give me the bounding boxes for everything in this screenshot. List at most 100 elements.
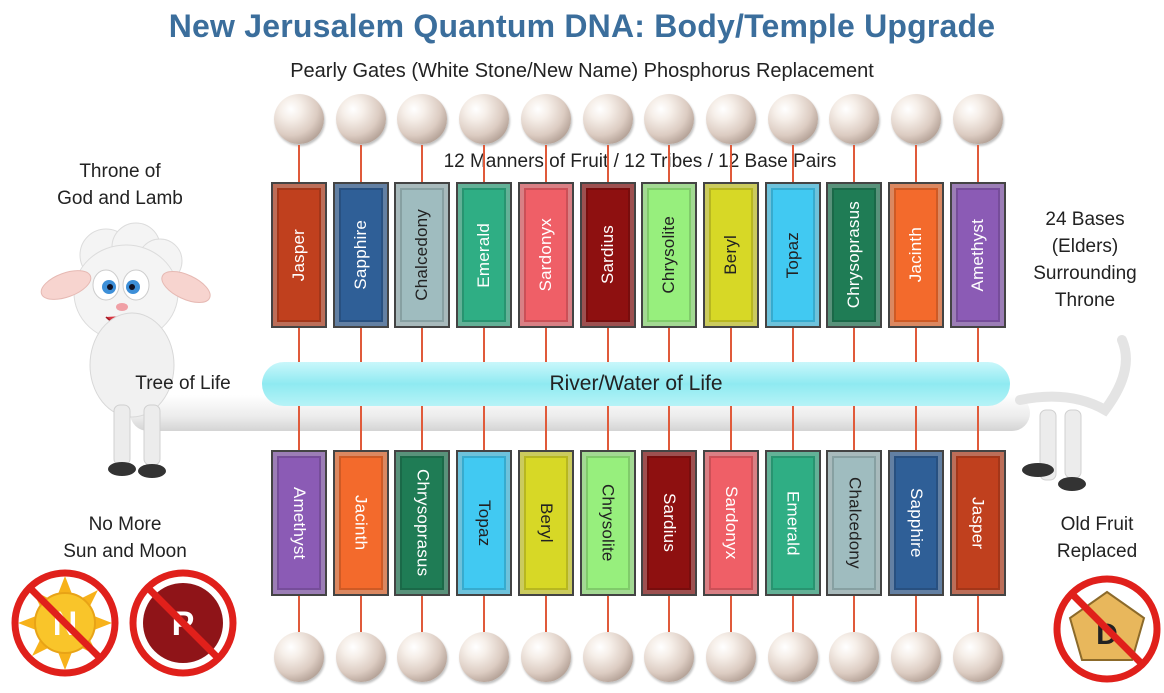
lamb-icon — [40, 222, 211, 478]
bottom-river-connector — [729, 406, 732, 450]
old-fruit-line1: Old Fruit — [1060, 514, 1134, 535]
top-stone-sapphire: Sapphire — [332, 182, 389, 328]
top-connector — [853, 145, 856, 182]
bottom-connector — [976, 596, 979, 632]
bottom-stone-jasper: Jasper — [949, 450, 1006, 596]
top-stone-chrysolite: Chrysolite — [641, 182, 698, 328]
top-river-connector — [668, 328, 671, 362]
river-of-life: River/Water of Life — [262, 362, 1010, 406]
bottom-pearl — [582, 632, 633, 682]
stone-label: Sardius — [597, 225, 617, 285]
bottom-stone-amethyst: Amethyst — [271, 450, 327, 596]
bottom-river-connector — [668, 406, 671, 450]
top-river-connector — [483, 328, 486, 362]
top-pearl — [891, 94, 941, 144]
stone-label: Beryl — [720, 235, 740, 275]
bottom-river-connector — [298, 406, 300, 450]
bottom-river-connector — [791, 406, 794, 450]
top-stone-sardius: Sardius — [579, 182, 636, 328]
top-river-connector — [853, 328, 856, 362]
throne-label-line1: Throne of — [79, 161, 161, 182]
fruit-tribes-label: 12 Manners of Fruit / 12 Tribes / 12 Bas… — [443, 151, 837, 172]
stone-label: Beryl — [536, 503, 556, 543]
top-stone-topaz: Topaz — [764, 182, 821, 328]
bottom-connector — [668, 596, 671, 632]
bottom-river-connector — [606, 406, 609, 450]
bottom-river-connector — [359, 406, 362, 450]
stone-label: Sapphire — [907, 488, 926, 558]
stone-label: Topaz — [475, 499, 495, 547]
top-connector — [298, 145, 300, 182]
top-pearl — [274, 94, 324, 144]
bottom-pearl — [274, 632, 324, 682]
stone-label: Chrysolite — [598, 484, 618, 562]
top-connector — [421, 145, 424, 182]
bottom-stone-chrysolite: Chrysolite — [579, 450, 636, 596]
bottom-river-connector — [853, 406, 856, 450]
bottom-connector — [915, 596, 917, 632]
stone-label: Emerald — [783, 490, 803, 556]
top-river-connector — [298, 328, 300, 362]
top-pearl — [520, 94, 571, 144]
stone-label: Jacinth — [351, 495, 371, 551]
bottom-stone-sapphire: Sapphire — [888, 450, 944, 596]
bottom-stone-chrysoprasus: Chrysoprasus — [394, 450, 451, 596]
stone-label: Sardonyx — [721, 486, 741, 560]
bottom-river-connector — [976, 406, 979, 450]
top-stone-amethyst: Amethyst — [949, 182, 1006, 328]
bottom-connector — [483, 596, 486, 632]
top-connector — [668, 145, 671, 182]
stone-label: Emerald — [474, 222, 494, 288]
bottom-stone-sardius: Sardius — [641, 450, 698, 596]
stone-label: Sapphire — [350, 220, 370, 290]
diagram-title: New Jerusalem Quantum DNA: Body/Temple U… — [168, 8, 996, 44]
pearly-gates-subtitle: Pearly Gates (White Stone/New Name) Phos… — [290, 60, 874, 82]
bottom-pearl — [705, 632, 756, 682]
bottom-pearl — [335, 632, 386, 682]
old-fruit-label: Old Fruit Replaced — [1030, 511, 1164, 565]
stone-label: Sardius — [660, 493, 680, 553]
no-sun-icon: N — [11, 569, 119, 677]
bottom-stone-sardonyx: Sardonyx — [702, 450, 759, 596]
bases-line3: Surrounding — [1033, 263, 1137, 284]
top-pearl — [705, 94, 756, 144]
bottom-stone-chalcedony: Chalcedony — [826, 450, 883, 596]
sun-moon-line2: Sun and Moon — [63, 541, 187, 562]
no-moon-icon: P — [129, 569, 237, 677]
bottom-river-connector — [915, 406, 917, 450]
stone-label: Chalcedony — [412, 209, 432, 301]
top-stone-beryl: Beryl — [702, 182, 759, 328]
top-pearl — [952, 94, 1003, 144]
bottom-pearl — [520, 632, 571, 682]
bottom-stone-jacinth: Jacinth — [332, 450, 389, 596]
stone-label: Chrysolite — [659, 216, 679, 294]
stone-label: Jacinth — [906, 227, 925, 283]
bottom-pearl — [952, 632, 1003, 682]
top-river-connector — [606, 328, 609, 362]
top-connector — [483, 145, 486, 182]
top-pearl — [397, 94, 448, 144]
stone-label: Sardonyx — [535, 218, 555, 292]
bases-line2: (Elders) — [1051, 236, 1119, 257]
top-river-connector — [544, 328, 547, 362]
bottom-connector — [791, 596, 794, 632]
top-pearl — [335, 94, 386, 144]
top-stone-emerald: Emerald — [456, 182, 513, 328]
tree-of-life-label: Tree of Life — [135, 373, 231, 394]
stone-label: Chrysoprasus — [844, 201, 864, 309]
bottom-pearl — [829, 632, 880, 682]
stone-label: Amethyst — [967, 218, 987, 292]
bottom-stone-beryl: Beryl — [517, 450, 574, 596]
stone-label: Chrysoprasus — [413, 469, 433, 577]
top-pearl — [829, 94, 880, 144]
top-river-connector — [915, 328, 917, 362]
no-old-fruit-icon: D — [1053, 575, 1161, 683]
lamb-hind-legs — [1015, 335, 1131, 491]
bottom-stone-topaz: Topaz — [456, 450, 513, 596]
bases-line4: Throne — [1054, 290, 1116, 311]
top-connector — [976, 145, 979, 182]
top-connector — [606, 145, 609, 182]
bottom-stone-emerald: Emerald — [764, 450, 821, 596]
top-stone-chalcedony: Chalcedony — [394, 182, 451, 328]
bottom-connector — [544, 596, 547, 632]
